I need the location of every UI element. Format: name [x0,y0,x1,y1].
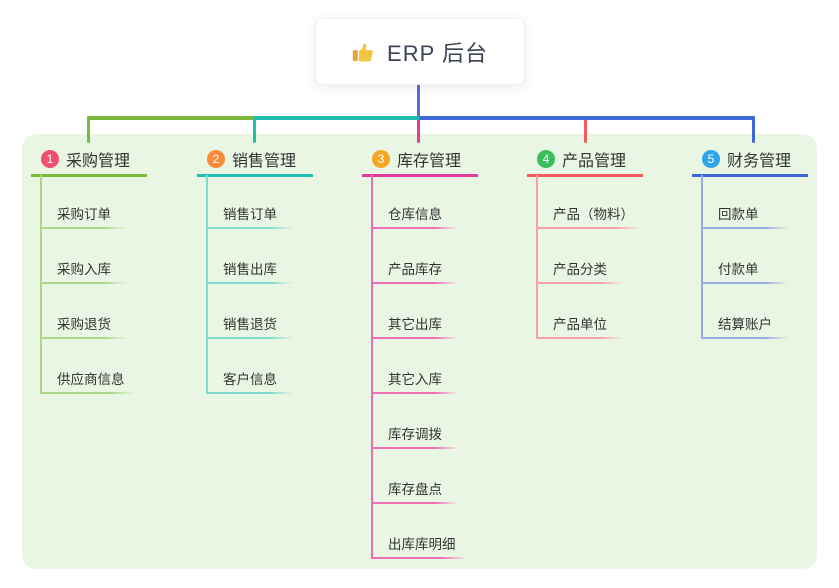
connector-bus-purchasing [87,116,255,120]
connector-drop-purchasing [87,116,90,143]
branch-label: 采购管理 [66,153,131,170]
child-label: 库存调拨 [371,426,459,449]
branch-inventory: 3 库存管理 仓库信息 产品库存 其它出库 其它入库 库存调拨 库存盘点 出库库… [362,144,478,559]
child-label: 产品（物料） [536,206,643,229]
child-label: 产品单位 [536,316,624,339]
child-label: 仓库信息 [371,206,459,229]
branch-label: 财务管理 [727,153,792,170]
child-node[interactable]: 结算账户 [701,284,808,339]
child-node[interactable]: 采购入库 [40,229,147,284]
child-node[interactable]: 销售订单 [206,177,313,229]
branch-node-purchasing[interactable]: 1 采购管理 [31,144,147,177]
child-node[interactable]: 产品（物料） [536,177,643,229]
branch-label: 库存管理 [397,153,462,170]
child-label: 产品分类 [536,261,624,284]
connector-bus-sales [253,116,420,120]
child-label: 采购入库 [40,261,128,284]
branch-node-inventory[interactable]: 3 库存管理 [362,144,478,177]
child-label: 其它入库 [371,371,459,394]
child-node[interactable]: 付款单 [701,229,808,284]
child-label: 其它出库 [371,316,459,339]
branch-children: 产品（物料） 产品分类 产品单位 [536,175,643,339]
connector-drop-product [584,119,587,143]
child-label: 结算账户 [701,316,789,339]
connector-drop-finance [752,116,755,143]
child-node[interactable]: 回款单 [701,177,808,229]
branch-node-finance[interactable]: 5 财务管理 [692,144,808,177]
child-node[interactable]: 出库库明细 [371,504,478,559]
root-node[interactable]: ERP 后台 [315,18,525,85]
child-node[interactable]: 库存调拨 [371,394,478,449]
child-label: 采购退货 [40,316,128,339]
child-node[interactable]: 销售出库 [206,229,313,284]
child-label: 回款单 [701,206,789,229]
branch-children: 采购订单 采购入库 采购退货 供应商信息 [40,175,147,394]
badge-number: 3 [372,150,390,168]
root-label: ERP 后台 [387,40,488,66]
child-node[interactable]: 产品库存 [371,229,478,284]
child-node[interactable]: 采购退货 [40,284,147,339]
child-label: 付款单 [701,261,789,284]
child-node[interactable]: 其它出库 [371,284,478,339]
child-node[interactable]: 仓库信息 [371,177,478,229]
branch-label: 销售管理 [232,153,297,170]
child-node[interactable]: 采购订单 [40,177,147,229]
branch-node-sales[interactable]: 2 销售管理 [197,144,313,177]
child-node[interactable]: 产品单位 [536,284,643,339]
connector-drop-sales [253,116,256,143]
child-node[interactable]: 其它入库 [371,339,478,394]
child-node[interactable]: 产品分类 [536,229,643,284]
branch-children: 回款单 付款单 结算账户 [701,175,808,339]
child-label: 供应商信息 [40,371,137,394]
child-node[interactable]: 供应商信息 [40,339,147,394]
branch-node-product[interactable]: 4 产品管理 [527,144,643,177]
thumbs-up-icon [352,40,376,64]
child-node[interactable]: 销售退货 [206,284,313,339]
connector-bus-finance [419,116,755,120]
child-label: 产品库存 [371,261,459,284]
child-label: 采购订单 [40,206,128,229]
branch-label: 产品管理 [562,153,627,170]
child-label: 销售订单 [206,206,294,229]
branch-sales: 2 销售管理 销售订单 销售出库 销售退货 客户信息 [197,144,313,394]
branch-finance: 5 财务管理 回款单 付款单 结算账户 [692,144,808,339]
root-connector [417,82,420,118]
branch-purchasing: 1 采购管理 采购订单 采购入库 采购退货 供应商信息 [31,144,147,394]
child-node[interactable]: 库存盘点 [371,449,478,504]
badge-number: 4 [537,150,555,168]
child-label: 库存盘点 [371,481,459,504]
child-label: 出库库明细 [371,536,468,559]
branch-children: 仓库信息 产品库存 其它出库 其它入库 库存调拨 库存盘点 出库库明细 [371,175,478,559]
child-label: 客户信息 [206,371,294,394]
branch-children: 销售订单 销售出库 销售退货 客户信息 [206,175,313,394]
child-node[interactable]: 客户信息 [206,339,313,394]
child-label: 销售出库 [206,261,294,284]
badge-number: 1 [41,150,59,168]
badge-number: 2 [207,150,225,168]
badge-number: 5 [702,150,720,168]
child-label: 销售退货 [206,316,294,339]
connector-drop-inventory [417,119,420,143]
branch-product: 4 产品管理 产品（物料） 产品分类 产品单位 [527,144,643,339]
